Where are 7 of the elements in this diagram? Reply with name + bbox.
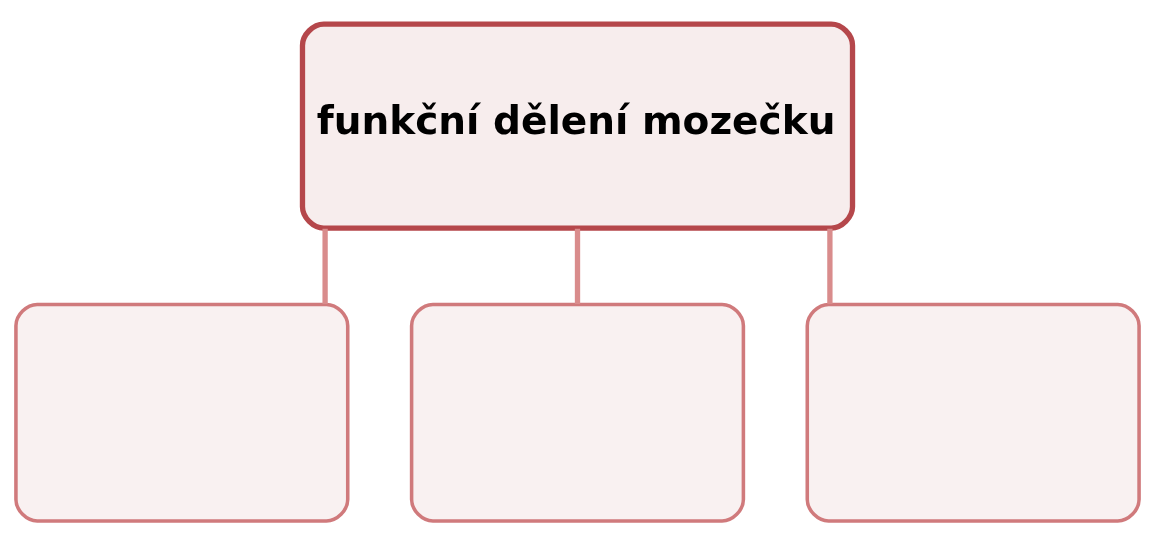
connector — [322, 228, 328, 304]
node-box — [409, 302, 746, 523]
connector — [574, 228, 581, 304]
node-box: funkční dělení mozečku — [299, 21, 856, 231]
node-box — [14, 302, 350, 523]
connector — [827, 228, 833, 304]
node-box — [805, 302, 1141, 523]
